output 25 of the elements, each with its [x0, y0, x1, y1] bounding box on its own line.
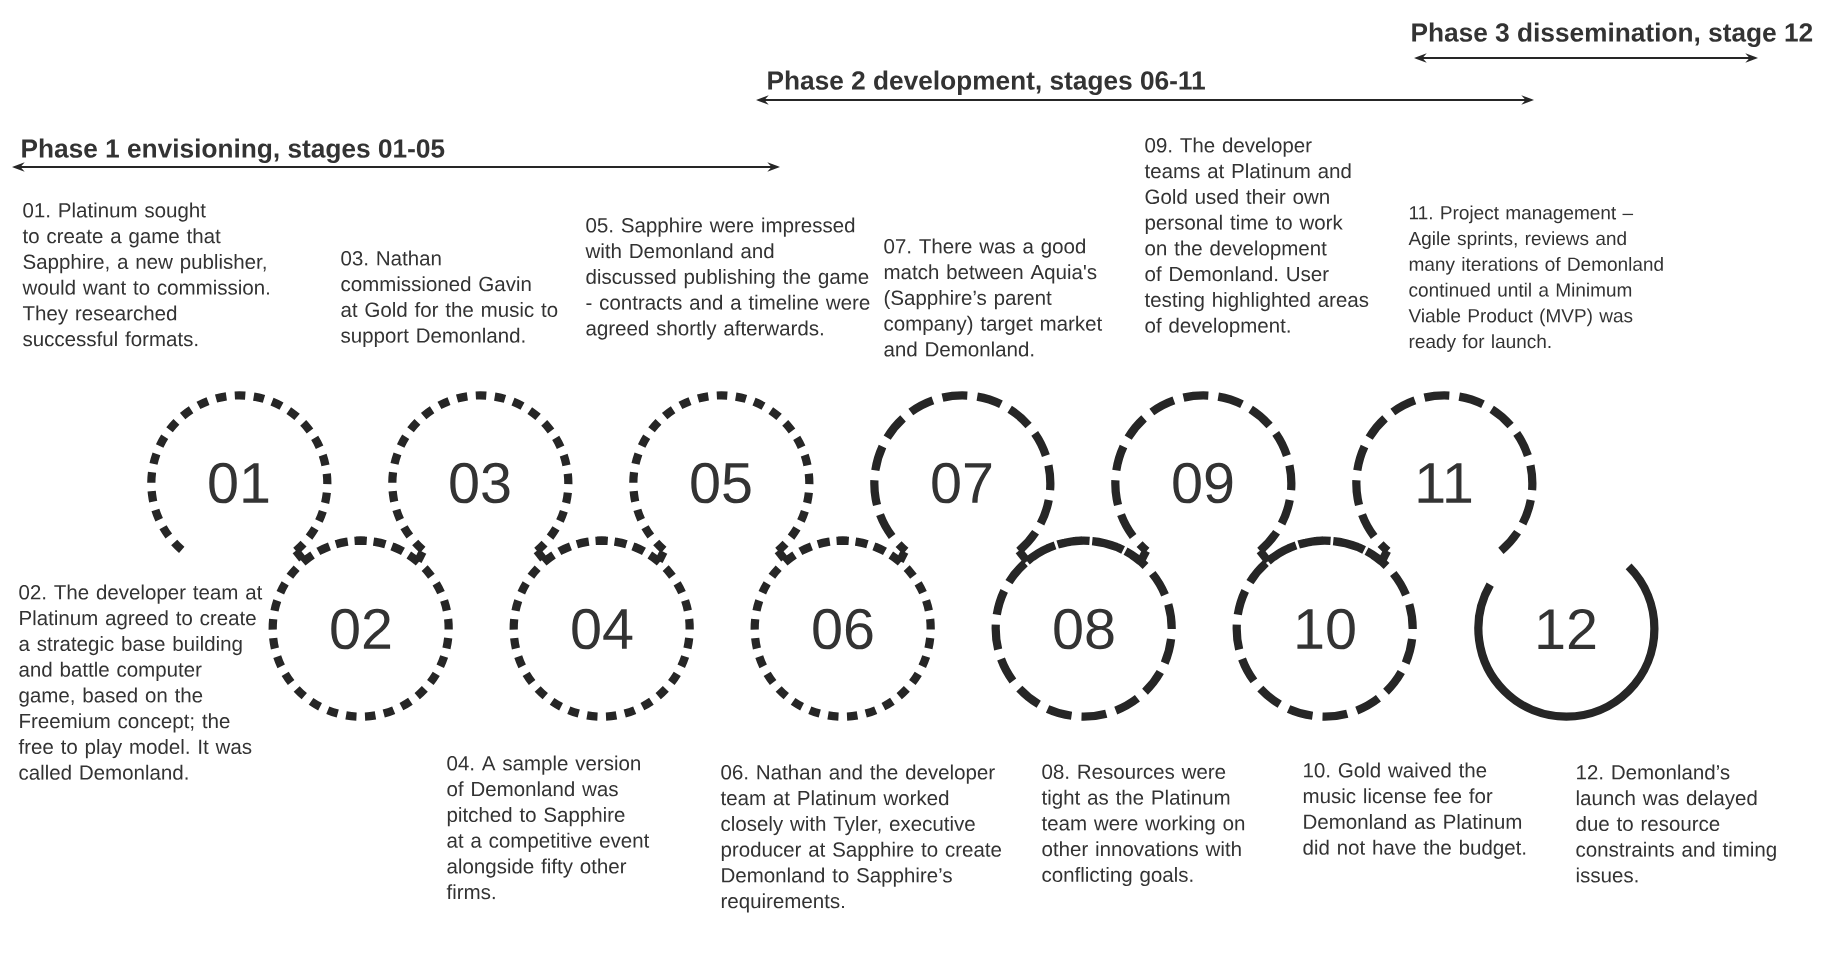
stage-description: 03. Nathan commissioned Gavin at Gold for the music to support Demonland. [341, 250, 558, 347]
connector [414, 548, 427, 564]
phase-heading: Phase 1 envisioning, stages 01-05 [22, 138, 445, 164]
connector [533, 548, 549, 564]
stage-description: 11. Project management – Agile sprints, reviews and many iterations of Demonland continued until a Minimum Viable Product (MVP) was ready for launch. [1408, 205, 1663, 352]
stage-description: 10. Gold waived the music license fee for Demonland as Platinum did not have the budget. [1303, 762, 1526, 859]
stage-description: 05. Sapphire were impressed with Demonland and discussed publishing the game - contracts and a timeline were agreed shortly afterwards. [585, 217, 870, 340]
connector [1015, 548, 1031, 564]
stage-description: 07. There was a good match between Aquia's (Sapphire’s parent company) target market and Demonland. [884, 238, 1103, 357]
connector [1256, 548, 1272, 564]
connector [896, 548, 909, 564]
stage-description: 04. A sample version of Demonland was pitched to Sapphire at a competitive event alongside fifty other firms. [446, 755, 650, 900]
connector [774, 548, 790, 564]
phase-heading: Phase 3 dissemination, stage 12 [1412, 22, 1813, 48]
stage-description: 09. The developer teams at Platinum and Gold used their own personal time to work on the development of Demonland. User testing highlighted areas of development. [1144, 137, 1369, 337]
connector [1137, 548, 1150, 564]
stage-description: 02. The developer team at Platinum agreed to create a strategic base building and battle computer game, based on the Freemium concept; the free to play model. It was called Demonland. [18, 584, 263, 780]
stage-description: 01. Platinum sought to create a game that Sapphire, a new publisher, would want to commission. They researched successful formats. [22, 202, 269, 347]
stage-description: 06. Nathan and the developer team at Platinum worked closely with Tyler, executive producer at Sapphire to create Demonland to Sapphire’s requirements. [720, 764, 1002, 913]
stage-description: 12. Demonland’s launch was delayed due to resource constraints and timing issues. [1576, 764, 1776, 883]
connector [655, 548, 668, 564]
phase-heading: Phase 2 development, stages 06-11 [768, 70, 1205, 96]
connector [292, 548, 308, 564]
connector [1378, 548, 1391, 564]
stage-description: 08. Resources were tight as the Platinum team were working on other innovations with conflicting goals. [1041, 764, 1245, 887]
